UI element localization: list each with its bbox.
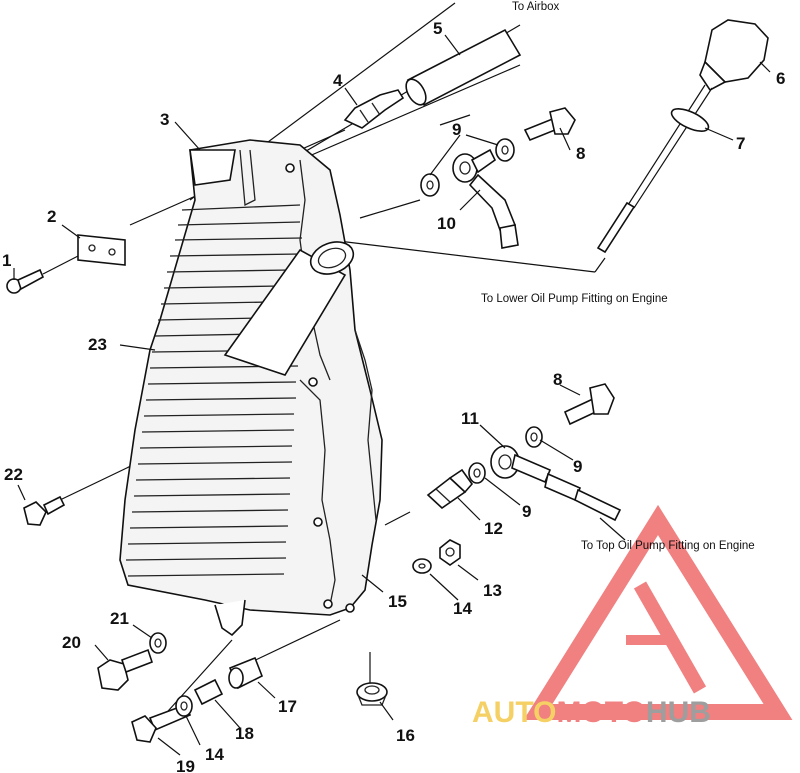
callout-21: 21	[110, 609, 129, 628]
watermark-text-hub: HUB	[646, 696, 711, 729]
part-13-nut	[439, 539, 461, 566]
part-14-washer-lower	[175, 695, 193, 717]
part-10-fitting	[452, 148, 519, 249]
part-6-dipstick	[596, 19, 769, 254]
part-22-bolt	[23, 495, 66, 526]
callout-10: 10	[437, 214, 456, 233]
leader-lines	[13, 34, 771, 756]
part-12-sensor	[426, 468, 474, 510]
watermark-text-auto: AUTO	[472, 696, 556, 729]
callout-1: 1	[2, 251, 11, 270]
callout-8-lower: 8	[553, 370, 562, 389]
svg-text:AUTOMOTOHUB: AUTOMOTOHUB	[472, 696, 711, 729]
part-9-washers	[420, 138, 543, 484]
part-14-washer	[412, 558, 432, 574]
callout-18: 18	[235, 724, 254, 743]
part-8-bolt-upper	[523, 107, 576, 142]
filler-neck	[223, 248, 347, 376]
note-lower-oil-pump: To Lower Oil Pump Fitting on Engine	[481, 293, 668, 305]
callout-4: 4	[333, 71, 343, 90]
callout-3: 3	[160, 110, 169, 129]
part-21-washer	[149, 632, 167, 654]
callout-16: 16	[396, 726, 415, 745]
callout-17: 17	[278, 697, 297, 716]
watermark-text-moto: MOTO	[556, 696, 645, 729]
callout-5: 5	[433, 19, 442, 38]
callout-13: 13	[483, 581, 502, 600]
callout-19: 19	[176, 757, 195, 773]
part-20-drain-plug	[97, 648, 154, 691]
watermark-triangle	[523, 504, 793, 720]
callout-11: 11	[461, 409, 479, 428]
callout-2: 2	[47, 207, 56, 226]
callout-numbers: 1 2 3 4 5 6 7 8 8 9 9 9 10 11 12 13 14 1…	[2, 19, 785, 773]
callout-9-lower: 9	[522, 502, 531, 521]
part-18-sleeve	[193, 678, 224, 706]
note-top-oil-pump: To Top Oil Pump Fitting on Engine	[581, 540, 755, 552]
callout-9-upper: 9	[452, 120, 461, 139]
watermark-logo: AUTOMOTOHUB	[472, 504, 793, 729]
callout-22: 22	[4, 465, 23, 484]
oil-tank	[119, 139, 383, 637]
callout-12: 12	[484, 519, 503, 538]
part-17-grommet	[228, 656, 264, 690]
callout-14-right: 14	[453, 599, 472, 618]
callout-6: 6	[776, 69, 785, 88]
part-2-bracket	[77, 234, 126, 266]
part-16-grommet	[356, 682, 388, 706]
part-11-fitting	[490, 445, 622, 522]
callout-14-left: 14	[205, 745, 224, 764]
tank-ribs	[125, 204, 303, 577]
part-7-o-ring	[670, 108, 710, 132]
callout-20: 20	[62, 633, 81, 652]
part-4-fitting	[343, 89, 405, 129]
callout-15: 15	[388, 592, 407, 611]
part-8-bolt-lower	[563, 383, 615, 426]
callout-8-upper: 8	[576, 144, 585, 163]
callout-23: 23	[88, 335, 107, 354]
note-to-airbox: To Airbox	[512, 1, 560, 13]
callout-7: 7	[736, 134, 745, 153]
routing-notes: To Airbox To Lower Oil Pump Fitting on E…	[481, 1, 755, 552]
part-1-screw	[6, 254, 81, 294]
callout-9-right: 9	[573, 457, 582, 476]
part-5-hose	[405, 28, 522, 107]
